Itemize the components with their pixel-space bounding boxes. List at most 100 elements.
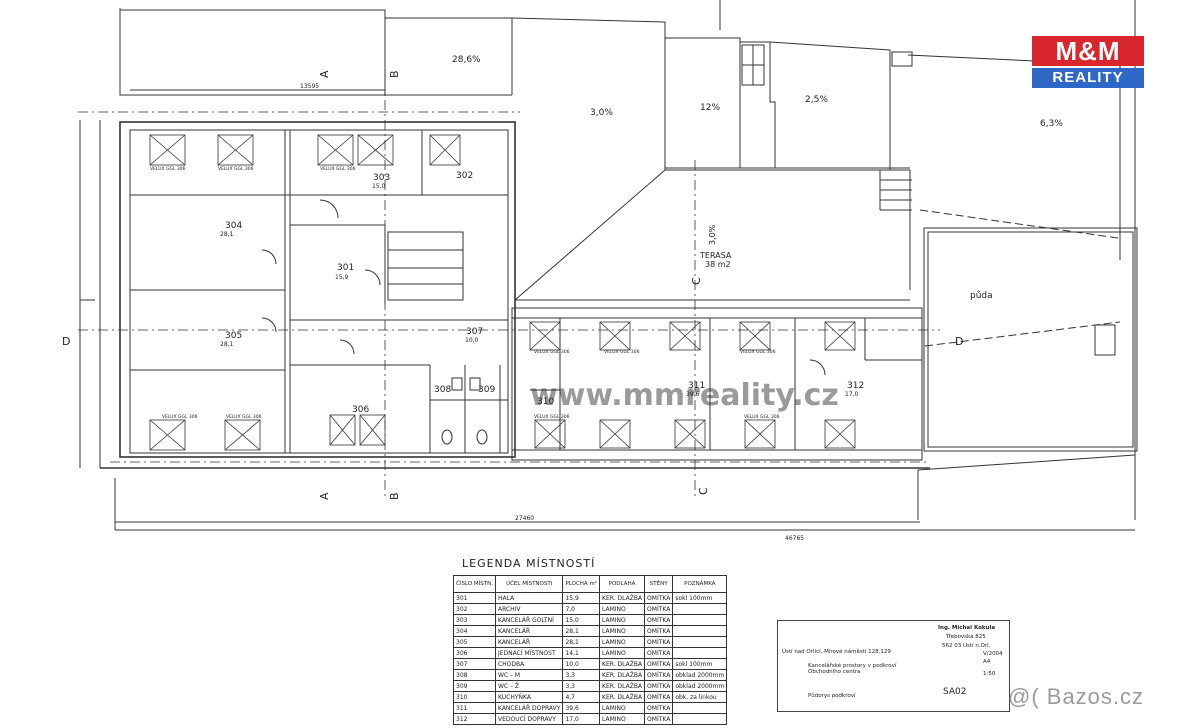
slope-label: 3,0% (590, 108, 613, 118)
slope-label: 2,5% (805, 95, 828, 105)
room-number: 301 (337, 263, 354, 273)
tb-project: Kancelářské prostory v podkroví Obchodní… (808, 663, 897, 675)
legend-cell: 304 (453, 625, 496, 637)
slope-label: 28,6% (452, 55, 481, 65)
legend-cell: 7,0 (562, 603, 601, 615)
room-number: 302 (456, 171, 473, 181)
title-block: Ing. Michal Kokula Třebovská 825 562 03 … (777, 620, 1010, 712)
dimension-inner: 27460 (515, 515, 534, 522)
room-number: 310 (537, 397, 554, 407)
legend-cell: WC – M (494, 669, 564, 681)
section-mark: A (318, 70, 331, 78)
legend-cell: LAMINO (599, 713, 646, 725)
legend-cell: JEDNACÍ MÍSTNOST (494, 647, 564, 659)
room-number: 306 (352, 405, 369, 415)
legend-cell: OMÍTKA (644, 691, 674, 703)
logo-bottom: REALITY (1032, 68, 1144, 88)
legend-header-cell: PODLAHA (599, 575, 646, 593)
legend-cell: 3,3 (562, 680, 601, 692)
legend-header-cell: PLOCHA m² (562, 575, 601, 593)
skylight-label: VELUX GGL 306 (534, 414, 570, 420)
room-number: 307 (466, 327, 483, 337)
skylight-label: VELUX GGL 306 (740, 349, 776, 355)
legend-cell: 10,0 (562, 658, 601, 670)
room-number: 305 (225, 331, 242, 341)
legend-header-cell: ÚČEL MÍSTNOSTI (494, 575, 564, 593)
legend-cell: KUCHYŇKA (494, 691, 564, 703)
room-number: 303 (373, 173, 390, 183)
legend-cell: 14,1 (562, 647, 601, 659)
skylight-label: VELUX GGL 306 (534, 349, 570, 355)
terrace-area: 38 m2 (705, 260, 731, 269)
legend-cell: LAMINO (599, 625, 646, 637)
legend-cell: KANCELÁŘ GOLTNÍ (494, 614, 564, 626)
section-mark: A (318, 492, 331, 500)
legend-cell: OMÍTKA (644, 603, 674, 615)
section-mark: B (388, 70, 401, 78)
legend-cell: 309 (453, 680, 496, 692)
room-area: 28,1 (220, 341, 234, 348)
legend-cell: 15,0 (562, 614, 601, 626)
slope-label: 12% (700, 103, 720, 113)
room-area: 15,9 (335, 274, 349, 281)
legend-cell: KER. DLAŽBA (599, 691, 646, 703)
bazos-watermark: @( Bazos.cz (1008, 684, 1145, 709)
legend-cell (672, 647, 728, 659)
skylight-label: VELUX GGL 306 (150, 166, 186, 172)
legend-cell: KER. DLAŽBA (599, 592, 646, 604)
legend-cell: VEDOUCÍ DOPRAVY (494, 713, 564, 725)
legend-cell: OMÍTKA (644, 647, 674, 659)
tb-date: V/2004 (983, 651, 1003, 657)
legend-cell: KANCELÁŘ DOPRAVY (494, 702, 564, 714)
legend-cell: KER. DLAŽBA (599, 680, 646, 692)
legend-cell: LAMINO (599, 647, 646, 659)
attic-label: půda (970, 290, 993, 301)
legend-cell: 308 (453, 669, 496, 681)
room-area: 28,1 (220, 231, 234, 238)
legend-cell (672, 603, 728, 615)
section-mark: C (690, 277, 703, 285)
tb-number: SA02 (943, 687, 967, 697)
legend-cell: OMÍTKA (644, 713, 674, 725)
legend-cell: OMÍTKA (644, 625, 674, 637)
legend-cell: HALA (494, 592, 564, 604)
legend-cell: obk. za linkou (672, 691, 728, 703)
room-area: 39,6 (686, 391, 700, 398)
legend-header-cell: ČÍSLO MÍSTN. (453, 575, 496, 593)
skylight-label: VELUX GGL 306 (226, 414, 262, 420)
legend-cell: CHODBA (494, 658, 564, 670)
legend-cell (672, 625, 728, 637)
legend-cell: OMÍTKA (644, 680, 674, 692)
legend-cell: 311 (453, 702, 496, 714)
legend-cell: 302 (453, 603, 496, 615)
slope-label: 6,3% (1040, 119, 1063, 129)
room-number: 309 (478, 385, 495, 395)
legend-header-cell: POZNÁMKA (672, 575, 728, 593)
legend-cell: LAMINO (599, 636, 646, 648)
center-watermark: www.mmreality.cz (530, 378, 839, 413)
tb-drawing: Půdorys podkroví (808, 693, 856, 699)
room-number: 308 (434, 385, 451, 395)
tb-author: Ing. Michal Kokula (938, 625, 996, 631)
legend-cell: WC – Ž (494, 680, 564, 692)
legend-cell: KER. DLAŽBA (599, 658, 646, 670)
legend-cell: OMÍTKA (644, 614, 674, 626)
legend-cell: 3,3 (562, 669, 601, 681)
legend-cell: 17,0 (562, 713, 601, 725)
legend-header-cell: STĚNY (644, 575, 674, 593)
legend-cell: OMÍTKA (644, 702, 674, 714)
legend-cell: KANCELÁŘ (494, 625, 564, 637)
legend-cell: 307 (453, 658, 496, 670)
legend-cell: 310 (453, 691, 496, 703)
